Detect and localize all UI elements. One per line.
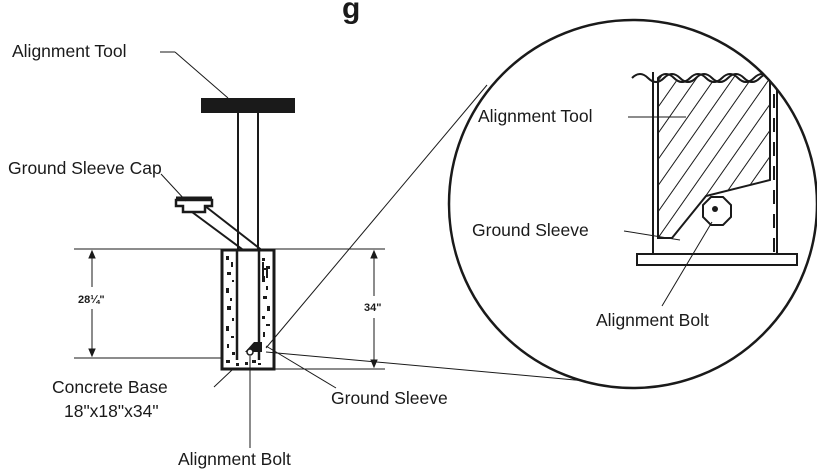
detail-leader-ground-sleeve (623, 230, 681, 241)
dimension-left (74, 248, 222, 359)
leader-alignment-tool-diag (174, 51, 229, 99)
alignment-bolt (246, 348, 254, 356)
detail-base-plate (636, 253, 798, 266)
leader-concrete-base (213, 369, 233, 388)
label-concrete-base-1: Concrete Base (52, 377, 168, 397)
detail-label-ground-sleeve: Ground Sleeve (472, 220, 589, 240)
concrete-speckle (226, 256, 270, 366)
detail-alignment-tool (657, 73, 771, 239)
dim-right-label: 34" (364, 302, 381, 314)
label-ground-sleeve: Ground Sleeve (331, 388, 448, 408)
label-alignment-tool: Alignment Tool (12, 41, 126, 61)
title-fragment: g (342, 0, 360, 25)
label-ground-sleeve-cap: Ground Sleeve Cap (8, 158, 162, 178)
leader-ground-sleeve (265, 345, 337, 389)
dimension-right (274, 248, 385, 370)
detail-circle (447, 18, 817, 390)
detail-view: Alignment Tool Ground Sleeve Alignment B… (447, 18, 817, 390)
label-concrete-base-2: 18"x18"x34" (64, 401, 159, 421)
callout-line-upper (265, 84, 488, 349)
callout-line-lower (265, 351, 587, 382)
detail-label-alignment-tool: Alignment Tool (478, 106, 592, 126)
alignment-tool-handle (201, 98, 295, 113)
leader-ground-sleeve-cap (160, 173, 187, 202)
ground-sleeve-cap (174, 196, 214, 214)
detail-label-alignment-bolt: Alignment Bolt (596, 310, 709, 330)
dim-left-label: 28¼" (78, 294, 105, 306)
label-alignment-bolt: Alignment Bolt (178, 449, 291, 469)
detail-leader-alignment-bolt (661, 221, 713, 307)
